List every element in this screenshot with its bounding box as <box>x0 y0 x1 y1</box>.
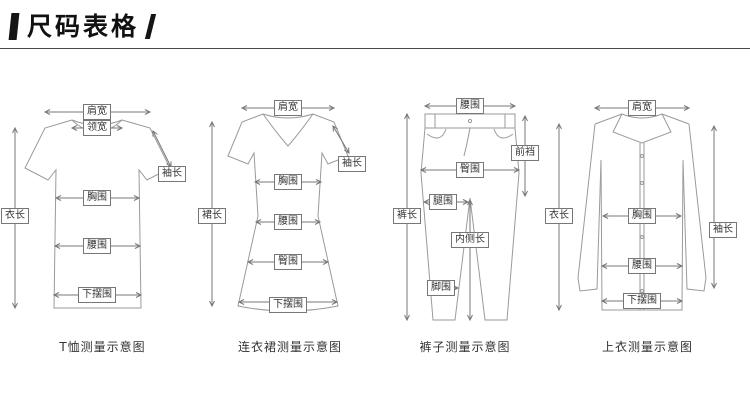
caption-tshirt: T恤测量示意图 <box>59 340 146 354</box>
label-garment-length: 衣长 <box>545 208 573 224</box>
label-sleeve-length: 袖长 <box>338 156 366 172</box>
title-bar-right-icon <box>144 13 157 39</box>
jacket-drawing <box>556 105 717 312</box>
label-shoulder-width: 肩宽 <box>274 100 302 116</box>
label-hip: 臀围 <box>456 162 484 178</box>
label-hem: 下摆围 <box>623 293 661 309</box>
label-waist: 腰围 <box>274 214 302 230</box>
label-waist: 腰围 <box>628 258 656 274</box>
title-bar-left-icon <box>8 12 20 40</box>
page-header: 尺码表格 <box>8 8 157 44</box>
label-pants-length: 裤长 <box>393 208 421 224</box>
label-garment-length: 衣长 <box>1 208 29 224</box>
label-hip: 臀围 <box>274 254 302 270</box>
label-hem: 下摆围 <box>78 287 116 303</box>
label-waist: 腰围 <box>83 238 111 254</box>
label-collar-width: 领宽 <box>83 120 111 136</box>
label-leg-opening: 脚围 <box>427 280 455 296</box>
label-skirt-length: 裙长 <box>198 208 226 224</box>
page-title: 尺码表格 <box>27 11 140 41</box>
label-sleeve-length: 袖长 <box>158 166 186 182</box>
caption-top: 上衣测量示意图 <box>601 340 693 354</box>
label-hem: 下摆围 <box>269 297 307 313</box>
label-thigh: 腿围 <box>429 194 457 210</box>
label-waist: 腰围 <box>456 98 484 114</box>
top-diagram: 肩宽 衣长 胸围 袖长 腰围 下摆围 上衣测量示意图 <box>545 98 750 358</box>
caption-dress: 连衣裙测量示意图 <box>237 340 342 354</box>
label-chest: 胸围 <box>274 174 302 190</box>
dress-diagram: 肩宽 袖长 胸围 裙长 腰围 臀围 下摆围 连衣裙测量示意图 <box>198 98 380 358</box>
label-sleeve-length: 袖长 <box>709 222 737 238</box>
tshirt-diagram: 肩宽 领宽 袖长 衣长 胸围 腰围 下摆围 T恤测量示意图 <box>0 98 205 358</box>
header-divider <box>0 48 750 49</box>
label-shoulder-width: 肩宽 <box>83 104 111 120</box>
label-chest: 胸围 <box>83 190 111 206</box>
label-chest: 胸围 <box>628 208 656 224</box>
pants-diagram: 腰围 前裆 臀围 裤长 腿围 内侧长 脚围 裤子测量示意图 <box>385 98 545 358</box>
label-inseam: 内侧长 <box>451 232 489 248</box>
caption-pants: 裤子测量示意图 <box>419 340 511 354</box>
label-front-rise: 前裆 <box>511 145 539 161</box>
label-shoulder-width: 肩宽 <box>628 100 656 116</box>
